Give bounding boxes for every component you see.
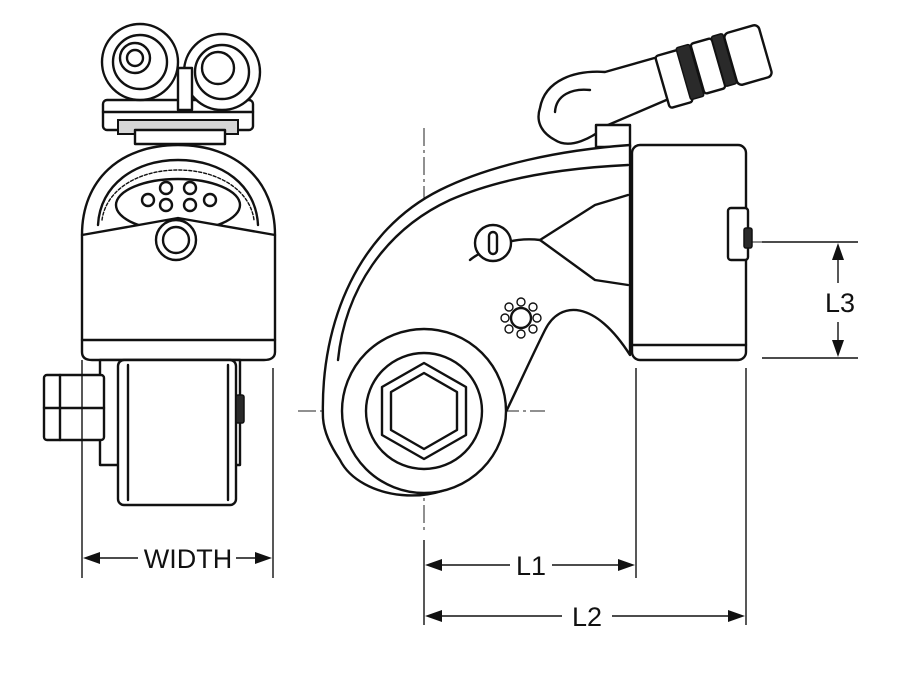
l3-dimension: [762, 241, 858, 359]
cylinder-block: [630, 143, 753, 362]
swivel-connectors: [100, 22, 262, 146]
front-view: [298, 24, 858, 625]
side-view: [42, 22, 277, 578]
wrench-housing: [321, 143, 632, 497]
drive-body: [42, 358, 245, 507]
hose-fitting: [537, 24, 773, 149]
width-label: WIDTH: [144, 544, 232, 574]
l1-l2-dimensions: [423, 368, 747, 625]
l3-label: L3: [825, 288, 855, 318]
width-dimension: [81, 360, 274, 578]
l1-label: L1: [516, 551, 546, 581]
l2-label: L2: [572, 602, 602, 632]
ratchet-housing: [80, 143, 277, 362]
